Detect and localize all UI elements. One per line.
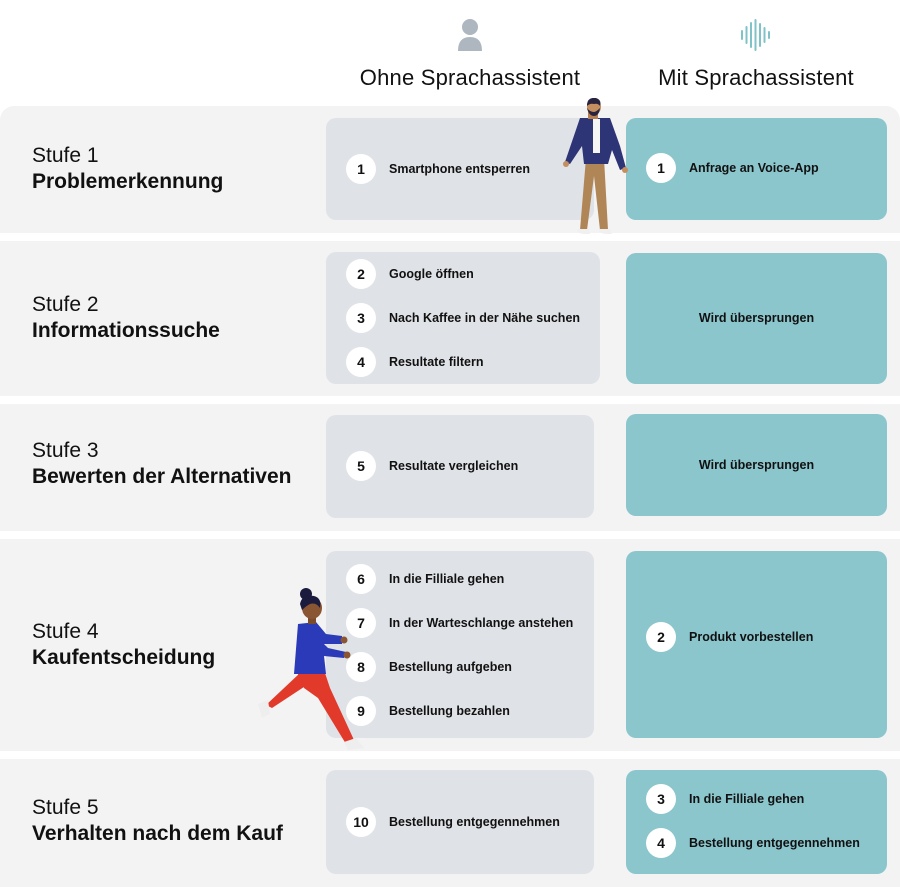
stage-row-2: Stufe 2 Informationssuche 2 Google öffne… (0, 241, 900, 396)
column-title-with: Mit Sprachassistent (658, 65, 854, 90)
card-without-sprachassistent: 2 Google öffnen 3 Nach Kaffee in der Näh… (326, 252, 600, 384)
column-header-without: Ohne Sprachassistent (340, 18, 600, 91)
card-with-sprachassistent: Wird übersprungen (626, 253, 887, 384)
step-text: In die Filliale gehen (389, 572, 505, 586)
stage-label-group: Stufe 3 Bewerten der Alternativen (32, 438, 291, 490)
step-item: 1 Smartphone entsperren (346, 153, 530, 185)
step-text: Bestellung entgegennehmen (389, 815, 560, 829)
card-with-sprachassistent: 3 In die Filliale gehen 4 Bestellung ent… (626, 770, 887, 874)
step-text: Produkt vorbestellen (689, 630, 814, 644)
card-without-sprachassistent: 1 Smartphone entsperren (326, 118, 594, 220)
person-icon (340, 18, 600, 57)
step-text: Anfrage an Voice-App (689, 161, 819, 175)
step-number: 4 (346, 347, 376, 377)
step-number: 3 (346, 303, 376, 333)
step-number: 1 (346, 154, 376, 184)
step-item: 5 Resultate vergleichen (346, 450, 518, 482)
stage-row-4: Stufe 4 Kaufentscheidung 6 In die Fillia… (0, 539, 900, 751)
stage-label: Stufe 3 (32, 439, 99, 462)
stage-name: Problemerkennung (32, 170, 224, 193)
stage-row-5: Stufe 5 Verhalten nach dem Kauf 10 Beste… (0, 759, 900, 887)
step-text: In die Filliale gehen (689, 792, 805, 806)
stage-label: Stufe 1 (32, 144, 99, 167)
column-header-with: Mit Sprachassistent (625, 18, 887, 91)
running-woman-illustration (252, 588, 367, 758)
step-number: 6 (346, 564, 376, 594)
card-without-sprachassistent: 6 In die Filliale gehen 7 In der Wartesc… (326, 551, 594, 738)
step-text: Bestellung entgegennehmen (689, 836, 860, 850)
step-number: 1 (646, 153, 676, 183)
column-title-without: Ohne Sprachassistent (359, 65, 581, 90)
step-number: 9 (346, 696, 376, 726)
step-item: 9 Bestellung bezahlen (346, 695, 510, 727)
stage-name: Verhalten nach dem Kauf (32, 822, 283, 845)
step-item: 4 Resultate filtern (346, 346, 483, 378)
stage-label-group: Stufe 4 Kaufentscheidung (32, 619, 215, 671)
step-text: Resultate vergleichen (389, 459, 519, 473)
step-item: 2 Google öffnen (346, 258, 474, 290)
step-item: 6 In die Filliale gehen (346, 563, 504, 595)
step-item: 10 Bestellung entgegennehmen (346, 806, 560, 838)
step-text: Bestellung bezahlen (389, 704, 510, 718)
walking-man-illustration (562, 97, 642, 240)
stage-name: Bewerten der Alternativen (32, 465, 292, 488)
step-text: Smartphone entsperren (389, 162, 531, 176)
step-item: 8 Bestellung aufgeben (346, 651, 512, 683)
step-number: 2 (646, 622, 676, 652)
step-number: 7 (346, 608, 376, 638)
card-with-sprachassistent: Wird übersprungen (626, 414, 887, 516)
step-text: Nach Kaffee in der Nähe suchen (389, 311, 581, 325)
stage-row-1: Stufe 1 Problemerkennung 1 Smartphone en… (0, 106, 900, 233)
step-number: 8 (346, 652, 376, 682)
step-text: Bestellung aufgeben (389, 660, 512, 674)
step-item: 7 In der Warteschlange anstehen (346, 607, 573, 639)
stage-label: Stufe 4 (32, 620, 99, 643)
step-text: Resultate filtern (389, 355, 484, 369)
step-item: 3 In die Filliale gehen (646, 783, 804, 815)
stage-label-group: Stufe 2 Informationssuche (32, 292, 220, 344)
step-item: 1 Anfrage an Voice-App (646, 152, 819, 184)
skipped-text: Wird übersprungen (698, 458, 815, 472)
stage-name: Kaufentscheidung (32, 646, 216, 669)
skipped-text: Wird übersprungen (698, 311, 815, 325)
card-with-sprachassistent: 1 Anfrage an Voice-App (626, 118, 887, 220)
step-text: In der Warteschlange anstehen (389, 616, 574, 630)
step-number: 4 (646, 828, 676, 858)
stage-row-3: Stufe 3 Bewerten der Alternativen 5 Resu… (0, 404, 900, 531)
step-text: Google öffnen (389, 267, 474, 281)
soundwave-icon (625, 18, 887, 57)
stage-label-group: Stufe 5 Verhalten nach dem Kauf (32, 795, 283, 847)
stage-label: Stufe 2 (32, 293, 99, 316)
card-without-sprachassistent: 10 Bestellung entgegennehmen (326, 770, 594, 874)
step-item: 2 Produkt vorbestellen (646, 621, 813, 653)
step-number: 10 (346, 807, 376, 837)
step-item: 3 Nach Kaffee in der Nähe suchen (346, 302, 580, 334)
stage-label-group: Stufe 1 Problemerkennung (32, 143, 223, 195)
card-without-sprachassistent: 5 Resultate vergleichen (326, 415, 594, 518)
stage-label: Stufe 5 (32, 796, 99, 819)
step-number: 3 (646, 784, 676, 814)
step-number: 5 (346, 451, 376, 481)
step-number: 2 (346, 259, 376, 289)
card-with-sprachassistent: 2 Produkt vorbestellen (626, 551, 887, 738)
stage-name: Informationssuche (32, 319, 220, 342)
step-item: 4 Bestellung entgegennehmen (646, 827, 860, 859)
